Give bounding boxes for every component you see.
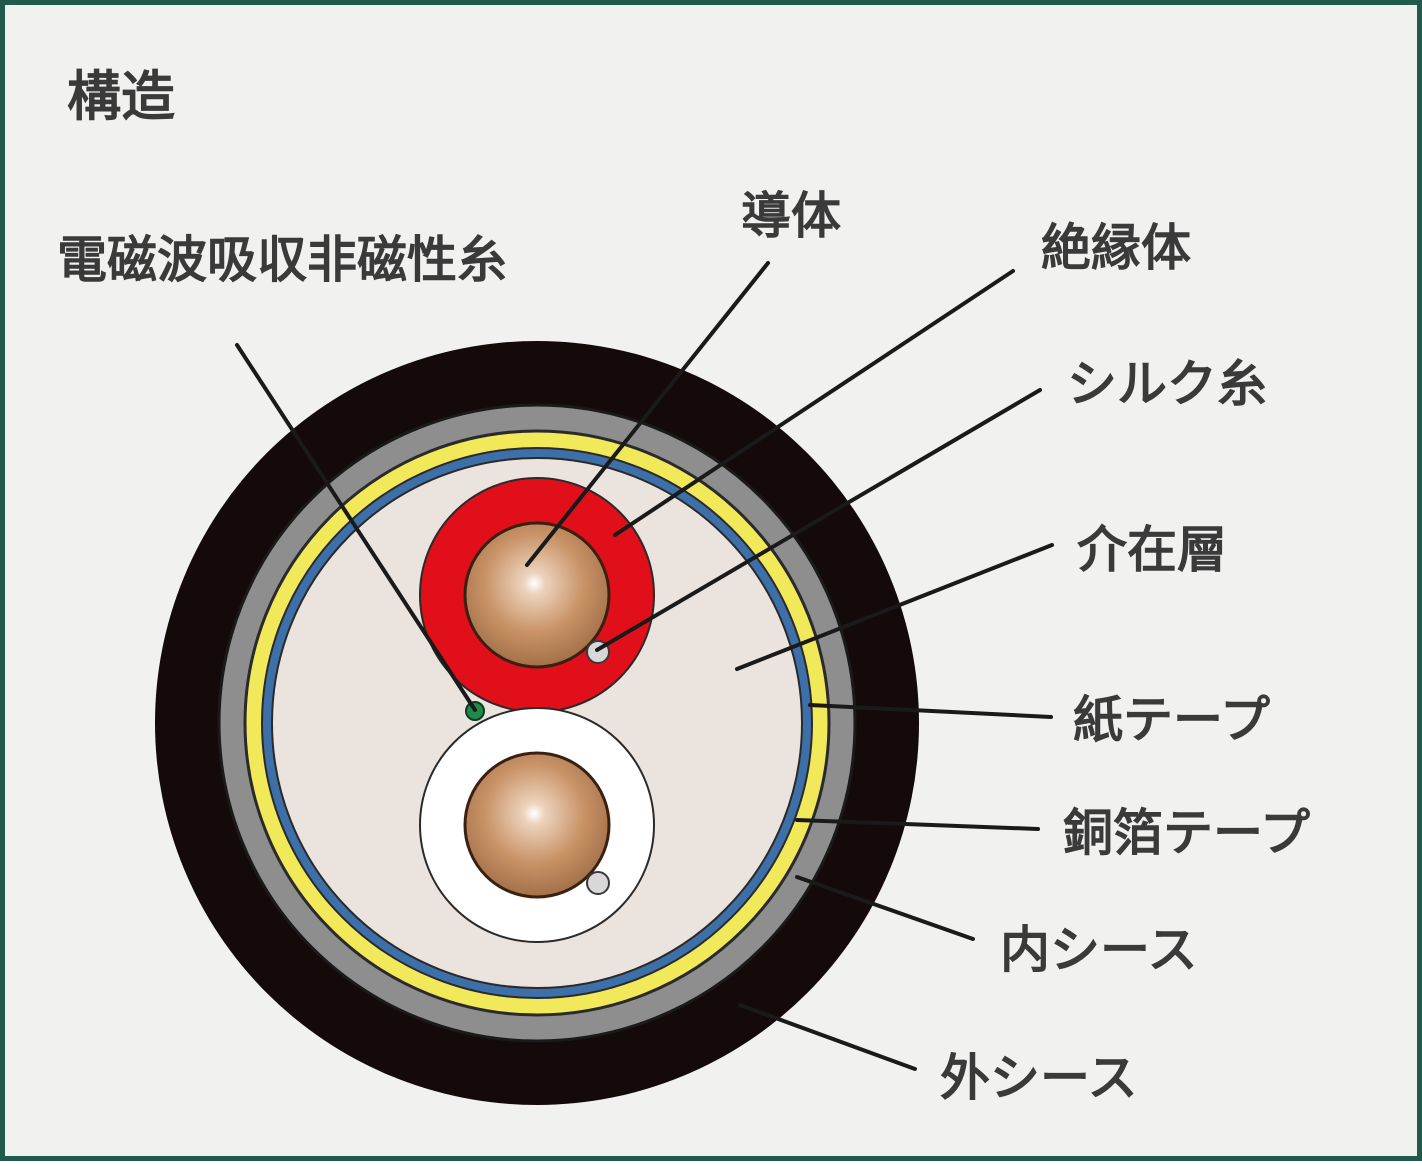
conductor-top (463, 521, 611, 669)
page-title: 構造 (67, 65, 175, 128)
label-paper-tape: 紙テープ (1073, 691, 1270, 749)
label-filler: 介在層 (1077, 521, 1227, 579)
leader-inner-sheath (795, 875, 975, 941)
leader-paper-tape (808, 703, 1053, 719)
leader-silk-yarn (595, 388, 1042, 652)
label-outer-sheath: 外シース (940, 1049, 1138, 1107)
leader-copper-foil-tape (795, 818, 1040, 831)
label-inner-sheath: 内シース (1000, 921, 1198, 979)
label-silk-yarn: シルク糸 (1067, 355, 1267, 413)
leader-outer-sheath (738, 1003, 917, 1071)
leader-conductor (525, 261, 770, 567)
leader-filler (735, 543, 1054, 671)
label-copper-foil-tape: 銅箔テープ (1063, 804, 1310, 862)
cable-structure-diagram: 構造 電磁波吸収非磁性糸 導体 絶縁体 シルク糸 介在層 紙テープ (57, 65, 1310, 1107)
conductor-bottom (463, 751, 611, 899)
leader-em-absorbing-yarn (235, 343, 477, 712)
silk-yarn-bottom (586, 871, 610, 895)
label-em-absorbing-yarn: 電磁波吸収非磁性糸 (57, 231, 507, 289)
label-conductor: 導体 (741, 187, 841, 245)
label-insulator: 絶縁体 (1041, 219, 1191, 277)
leader-insulator (613, 269, 1015, 537)
